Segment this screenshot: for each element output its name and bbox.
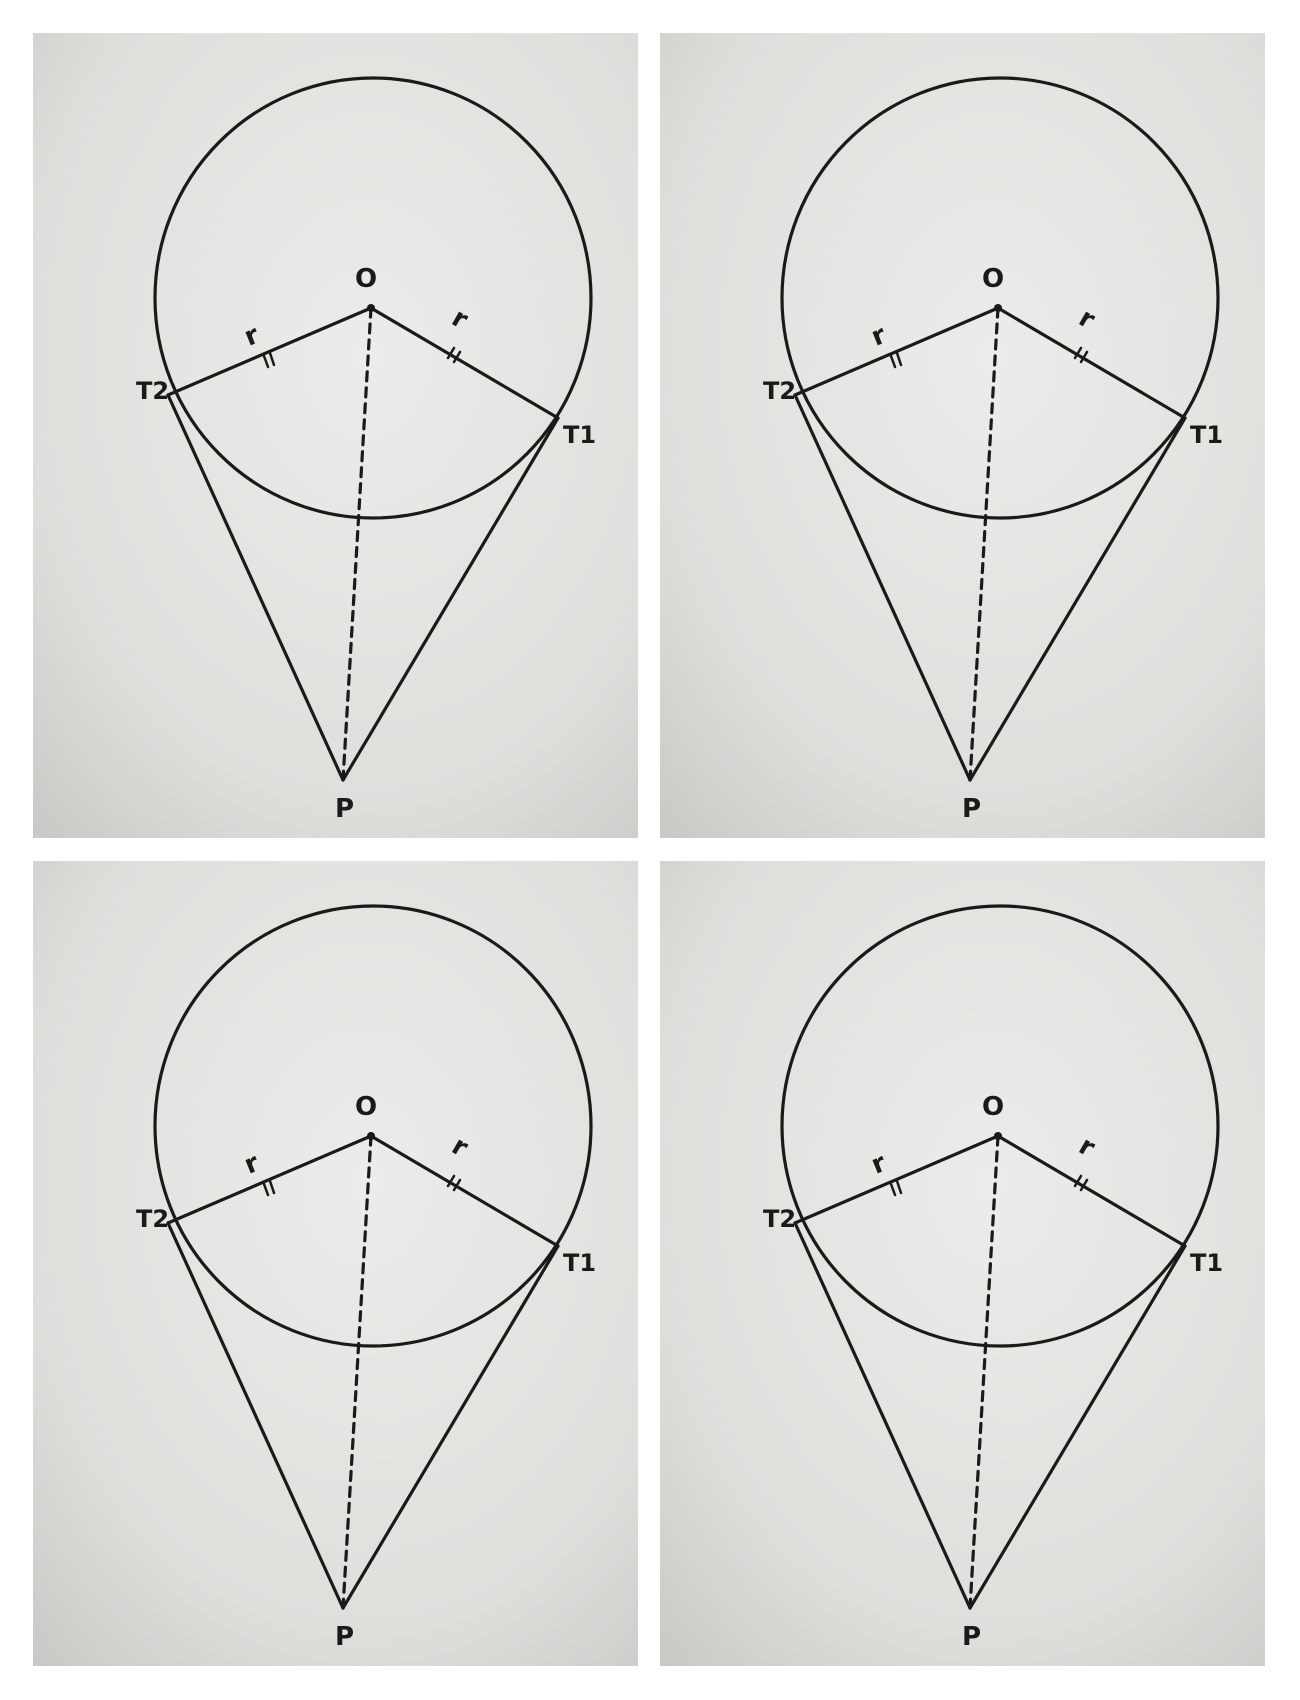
center-point (994, 1132, 1002, 1140)
segment-o-p (968, 306, 1000, 782)
tick-mark-left-2 (268, 351, 276, 367)
tick-mark-right-2 (452, 1178, 462, 1192)
label-p: P (335, 794, 354, 824)
segment-o-p (341, 306, 373, 782)
circle (780, 76, 1220, 520)
radius-o-t2 (166, 1134, 373, 1225)
tangent-p-t2 (793, 393, 972, 782)
label-t1: T1 (563, 421, 596, 449)
label-center: O (355, 1092, 377, 1122)
diagram-panel-top-right: O r r T2 T1 P (660, 33, 1265, 838)
segment-o-p (341, 1134, 373, 1610)
tangent-p-t2 (793, 1221, 972, 1610)
circle (153, 904, 593, 1348)
tick-mark-left-1 (889, 1182, 897, 1197)
tangent-p-t1 (968, 1244, 1187, 1610)
radius-o-t1 (369, 306, 560, 420)
tick-mark-left-2 (268, 1179, 276, 1195)
label-center: O (982, 264, 1004, 294)
label-center: O (355, 264, 377, 294)
tick-mark-right-2 (1079, 1178, 1089, 1192)
tangent-diagram: O r r T2 T1 P (660, 861, 1265, 1666)
paper-background (33, 861, 638, 1666)
radius-o-t1 (996, 306, 1187, 420)
tangent-diagram: O r r T2 T1 P (33, 861, 638, 1666)
label-p: P (962, 1622, 981, 1652)
label-t1: T1 (1190, 1249, 1223, 1277)
label-p: P (335, 1622, 354, 1652)
tick-mark-right-1 (446, 1174, 456, 1188)
radius-o-t2 (793, 1134, 1000, 1225)
tick-mark-right-1 (446, 346, 456, 360)
tick-mark-right-2 (452, 350, 462, 364)
tick-mark-left-1 (262, 1182, 270, 1197)
tangent-p-t2 (166, 1221, 345, 1610)
radius-o-t1 (996, 1134, 1187, 1248)
label-t2: T2 (136, 1205, 169, 1233)
tick-mark-left-2 (895, 351, 903, 367)
tick-mark-left-1 (889, 354, 897, 369)
radius-o-t2 (793, 306, 1000, 397)
tangent-p-t2 (166, 393, 345, 782)
center-point (367, 1132, 375, 1140)
center-point (994, 304, 1002, 312)
label-t2: T2 (763, 377, 796, 405)
center-point (367, 304, 375, 312)
tick-mark-left-2 (895, 1179, 903, 1195)
tangent-p-t1 (341, 1244, 560, 1610)
tangent-diagram: O r r T2 T1 P (33, 33, 638, 838)
radius-o-t1 (369, 1134, 560, 1248)
tick-mark-right-1 (1073, 1174, 1083, 1188)
label-t1: T1 (1190, 421, 1223, 449)
tangent-diagram: O r r T2 T1 P (660, 33, 1265, 838)
segment-o-p (968, 1134, 1000, 1610)
circle (780, 904, 1220, 1348)
circle (153, 76, 593, 520)
paper-background (660, 33, 1265, 838)
diagram-panel-bottom-right: O r r T2 T1 P (660, 861, 1265, 1666)
paper-background (33, 33, 638, 838)
tick-mark-right-1 (1073, 346, 1083, 360)
tangent-p-t1 (341, 416, 560, 782)
diagram-panel-bottom-left: O r r T2 T1 P (33, 861, 638, 1666)
label-t2: T2 (136, 377, 169, 405)
label-t2: T2 (763, 1205, 796, 1233)
diagram-panel-top-left: O r r T2 T1 P (33, 33, 638, 838)
tangent-p-t1 (968, 416, 1187, 782)
tick-mark-left-1 (262, 354, 270, 369)
label-p: P (962, 794, 981, 824)
paper-background (660, 861, 1265, 1666)
radius-o-t2 (166, 306, 373, 397)
tick-mark-right-2 (1079, 350, 1089, 364)
label-t1: T1 (563, 1249, 596, 1277)
label-center: O (982, 1092, 1004, 1122)
